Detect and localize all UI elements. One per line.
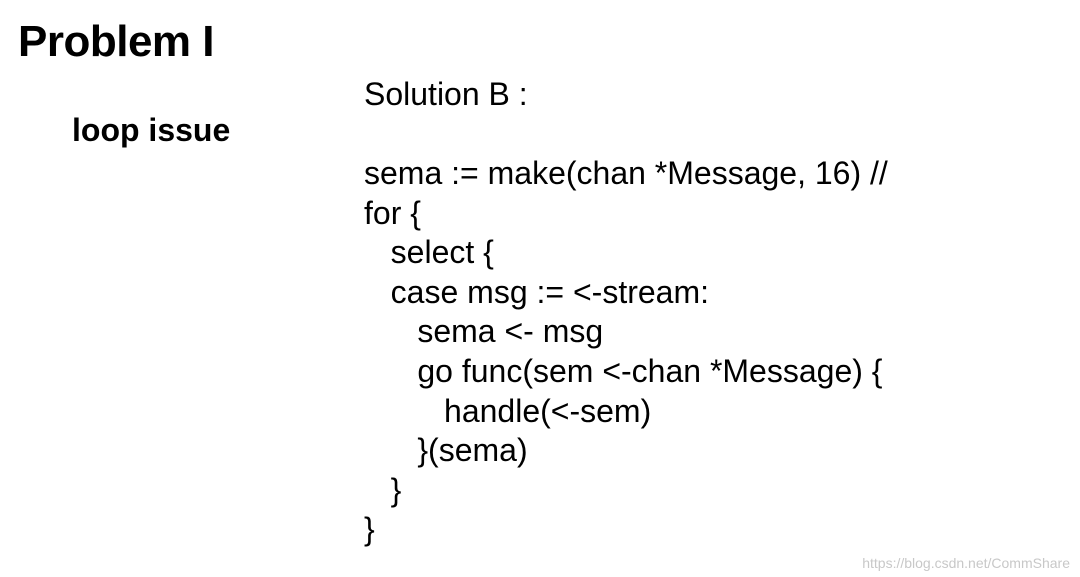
code-block: sema := make(chan *Message, 16) // for {… (364, 154, 888, 550)
watermark: https://blog.csdn.net/CommShare (862, 555, 1070, 571)
code-line: } (364, 511, 375, 548)
code-line: select { (364, 234, 494, 271)
code-line: handle(<-sem) (364, 392, 652, 429)
code-line: for { (364, 194, 421, 231)
solution-heading: Solution B : (364, 76, 528, 112)
code-line: }(sema) (364, 432, 528, 469)
code-line: case msg := <-stream: (364, 273, 709, 310)
code-line: go func(sem <-chan *Message) { (364, 352, 883, 389)
code-line: sema := make(chan *Message, 16) // (364, 155, 888, 191)
code-line: sema <- msg (364, 313, 604, 350)
slide-title: Problem I (18, 17, 215, 66)
code-line: } (364, 471, 402, 508)
slide-subtitle: loop issue (72, 112, 231, 148)
